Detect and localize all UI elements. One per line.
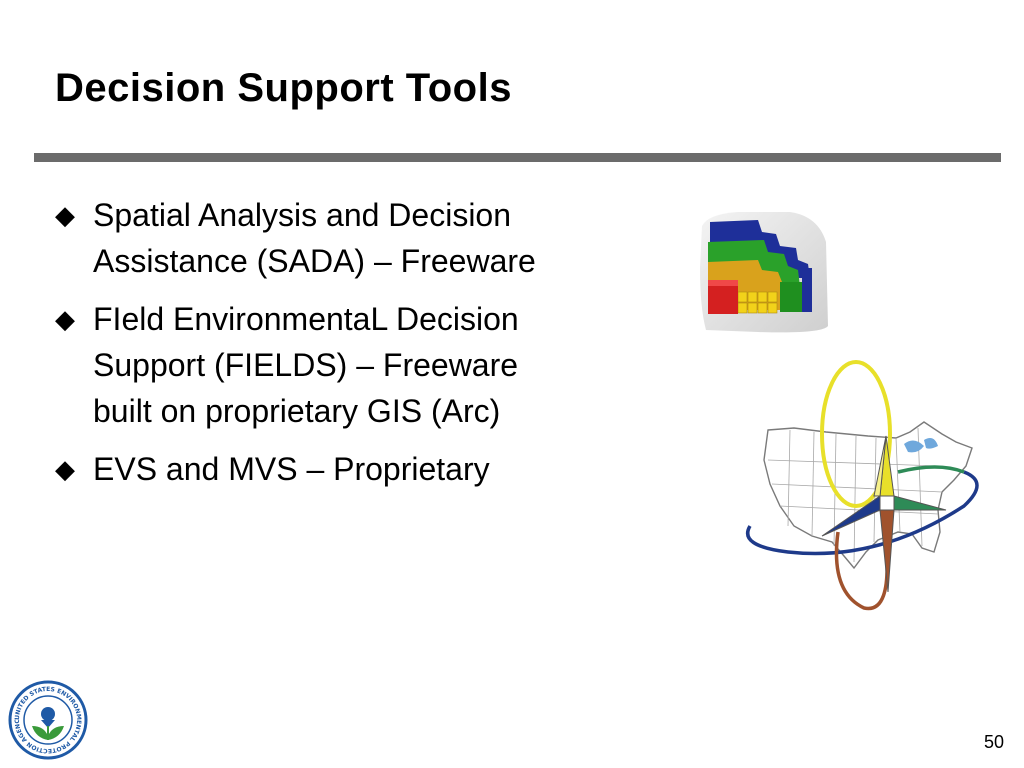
page-number: 50 xyxy=(983,732,1004,752)
diamond-bullet-icon: ◆ xyxy=(55,200,75,230)
bullet-text-line: FIeld EnvironmentaL Decision xyxy=(93,301,519,337)
bullet-item-sada: ◆ Spatial Analysis and Decision Assistan… xyxy=(55,192,675,284)
bullet-list: ◆ Spatial Analysis and Decision Assistan… xyxy=(55,192,675,504)
bullet-text-line: Support (FIELDS) – Freeware xyxy=(93,347,519,383)
bullet-item-fields: ◆ FIeld EnvironmentaL Decision Support (… xyxy=(55,296,675,434)
epa-seal-icon: UNITED STATES ENVIRONMENTAL PROTECTION A… xyxy=(8,680,88,760)
diamond-bullet-icon: ◆ xyxy=(55,454,75,484)
diamond-bullet-icon: ◆ xyxy=(55,304,75,334)
bullet-text-line: Assistance (SADA) – Freeware xyxy=(93,243,536,279)
bullet-text-line: EVS and MVS – Proprietary xyxy=(93,451,490,487)
title-divider xyxy=(34,153,1001,162)
bullet-item-evs-mvs: ◆ EVS and MVS – Proprietary xyxy=(55,446,675,492)
slide-title: Decision Support Tools xyxy=(55,66,512,110)
sada-logo-icon xyxy=(700,212,828,333)
bullet-text-line: built on proprietary GIS (Arc) xyxy=(93,393,501,429)
fields-compass-map-icon xyxy=(745,360,979,611)
bullet-text-line: Spatial Analysis and Decision xyxy=(93,197,512,233)
